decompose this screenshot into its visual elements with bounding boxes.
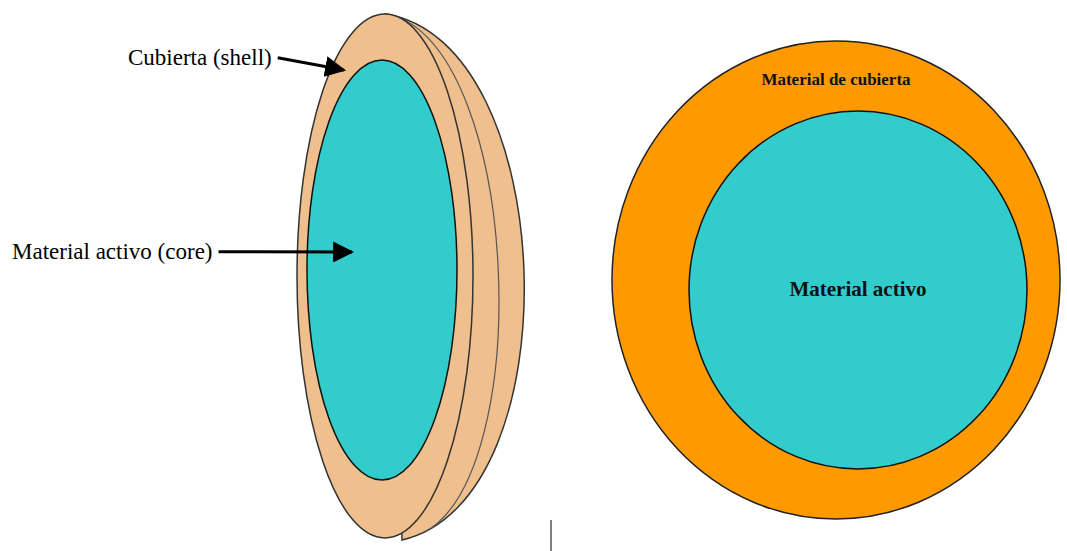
shell-front-rim	[297, 14, 473, 538]
core-circle: Material activo	[688, 110, 1028, 470]
callout-label: Material activo (core)	[12, 238, 213, 266]
leader-arrow	[278, 58, 344, 70]
node-label: Material activo	[789, 277, 926, 302]
node-label: Material de cubierta	[761, 70, 910, 90]
divider-line	[551, 520, 552, 551]
leader-arrow	[219, 250, 353, 253]
core-face	[307, 60, 457, 480]
shell-ring: Material de cubiertaMaterial activo	[611, 40, 1061, 520]
callout-label: Cubierta (shell)	[128, 44, 272, 72]
